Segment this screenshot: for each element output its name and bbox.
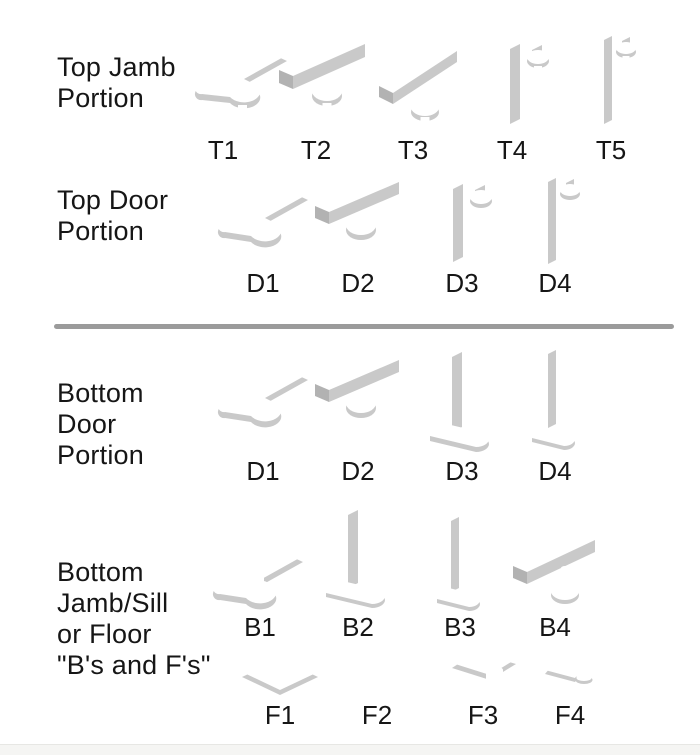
- hinge-figure-t2: [271, 24, 375, 126]
- part-label-top-d2: D2: [341, 268, 375, 298]
- part-label-bottom-d1: D1: [246, 456, 280, 486]
- hinge-figure-top-d4: [524, 164, 584, 268]
- section-title-top-door: Top Door Portion: [57, 185, 168, 247]
- title-line: Jamb/Sill: [57, 588, 169, 618]
- hinge-figure-t5: [580, 22, 640, 132]
- section-title-bottom-jamb-sill: Bottom Jamb/Sill or Floor "B's and F's": [57, 557, 211, 681]
- title-line: or Floor: [57, 619, 152, 649]
- hinge-figure-f4: [541, 648, 599, 694]
- hinge-figure-b1: [208, 532, 312, 612]
- part-label-top-d4: D4: [538, 268, 572, 298]
- hinge-figure-b2: [320, 492, 398, 612]
- part-label-b3: B3: [444, 612, 476, 642]
- hinge-figure-t3: [367, 24, 467, 128]
- hinge-figure-top-d1: [213, 176, 313, 250]
- part-label-f4: F4: [554, 700, 586, 730]
- title-line: Portion: [57, 83, 144, 113]
- title-line: Top Jamb: [57, 52, 176, 82]
- title-line: Bottom: [57, 557, 144, 587]
- title-line: Portion: [57, 440, 144, 470]
- title-line: "B's and F's": [57, 650, 211, 680]
- part-label-t2: T2: [300, 135, 332, 165]
- part-label-b4: B4: [539, 612, 571, 642]
- part-label-top-d3: D3: [445, 268, 479, 298]
- part-label-top-d1: D1: [246, 268, 280, 298]
- section-divider: [54, 324, 674, 329]
- part-label-bottom-d2: D2: [341, 456, 375, 486]
- hinge-figure-top-d3: [425, 166, 499, 266]
- hinge-figure-b4: [505, 516, 603, 612]
- part-label-f1: F1: [264, 700, 296, 730]
- part-label-t3: T3: [397, 135, 429, 165]
- section-title-top-jamb: Top Jamb Portion: [57, 52, 176, 114]
- hinge-figure-t4: [482, 24, 556, 130]
- hinge-figure-f3: [448, 636, 520, 698]
- part-label-t1: T1: [207, 135, 239, 165]
- part-label-t5: T5: [595, 135, 627, 165]
- bottom-edge-band: [0, 744, 700, 755]
- hinge-figure-bottom-d4: [524, 340, 586, 456]
- section-title-bottom-door: Bottom Door Portion: [57, 378, 144, 471]
- part-label-f2: F2: [361, 700, 393, 730]
- title-line: Top Door: [57, 185, 169, 215]
- part-label-f3: F3: [467, 700, 499, 730]
- title-line: Door: [57, 409, 117, 439]
- hinge-figure-bottom-d3: [424, 340, 500, 456]
- hinge-figure-bottom-d2: [309, 346, 409, 430]
- part-label-b2: B2: [342, 612, 374, 642]
- hinge-figure-f2: [360, 634, 396, 696]
- hinge-figure-f1: [238, 636, 322, 700]
- part-label-bottom-d4: D4: [538, 456, 572, 486]
- part-label-t4: T4: [496, 135, 528, 165]
- part-label-bottom-d3: D3: [445, 456, 479, 486]
- title-line: Portion: [57, 216, 144, 246]
- hinge-figure-bottom-d1: [213, 356, 313, 430]
- hinge-figure-top-d2: [309, 168, 409, 252]
- part-label-b1: B1: [244, 612, 276, 642]
- hinge-figure-b3: [429, 504, 493, 612]
- title-line: Bottom: [57, 378, 144, 408]
